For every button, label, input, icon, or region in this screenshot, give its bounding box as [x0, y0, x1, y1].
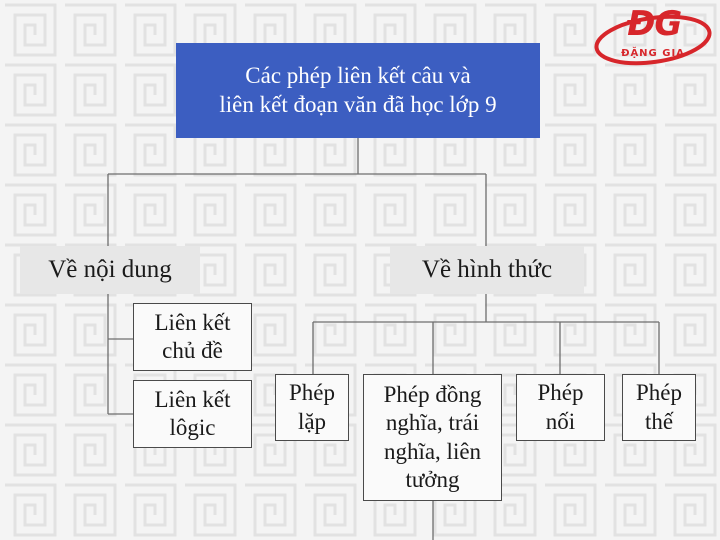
logo-mark: ĐG: [626, 4, 683, 44]
root-node: Các phép liên kết câu và liên kết đoạn v…: [176, 43, 540, 138]
brand-logo: ĐG ĐẶNG GIA: [592, 4, 714, 70]
category-form: Về hình thức: [390, 246, 584, 294]
leaf-conjunction: Phép nối: [516, 374, 605, 441]
leaf-logic-link: Liên kết lôgic: [133, 380, 252, 448]
leaf-substitution: Phép thế: [622, 374, 696, 441]
root-connector: [107, 138, 487, 246]
logo-swoosh-icon: [594, 14, 712, 66]
content-connector: [107, 294, 133, 415]
leaf-repetition: Phép lặp: [275, 374, 349, 441]
logo-text: ĐẶNG GIA: [621, 48, 685, 59]
category-content: Về nội dung: [20, 246, 200, 294]
leaf-topic-link: Liên kết chủ đề: [133, 303, 252, 371]
form-connector: [312, 294, 660, 374]
leaf-synonym-antonym-association: Phép đồng nghĩa, trái nghĩa, liên tưởng: [363, 374, 502, 501]
